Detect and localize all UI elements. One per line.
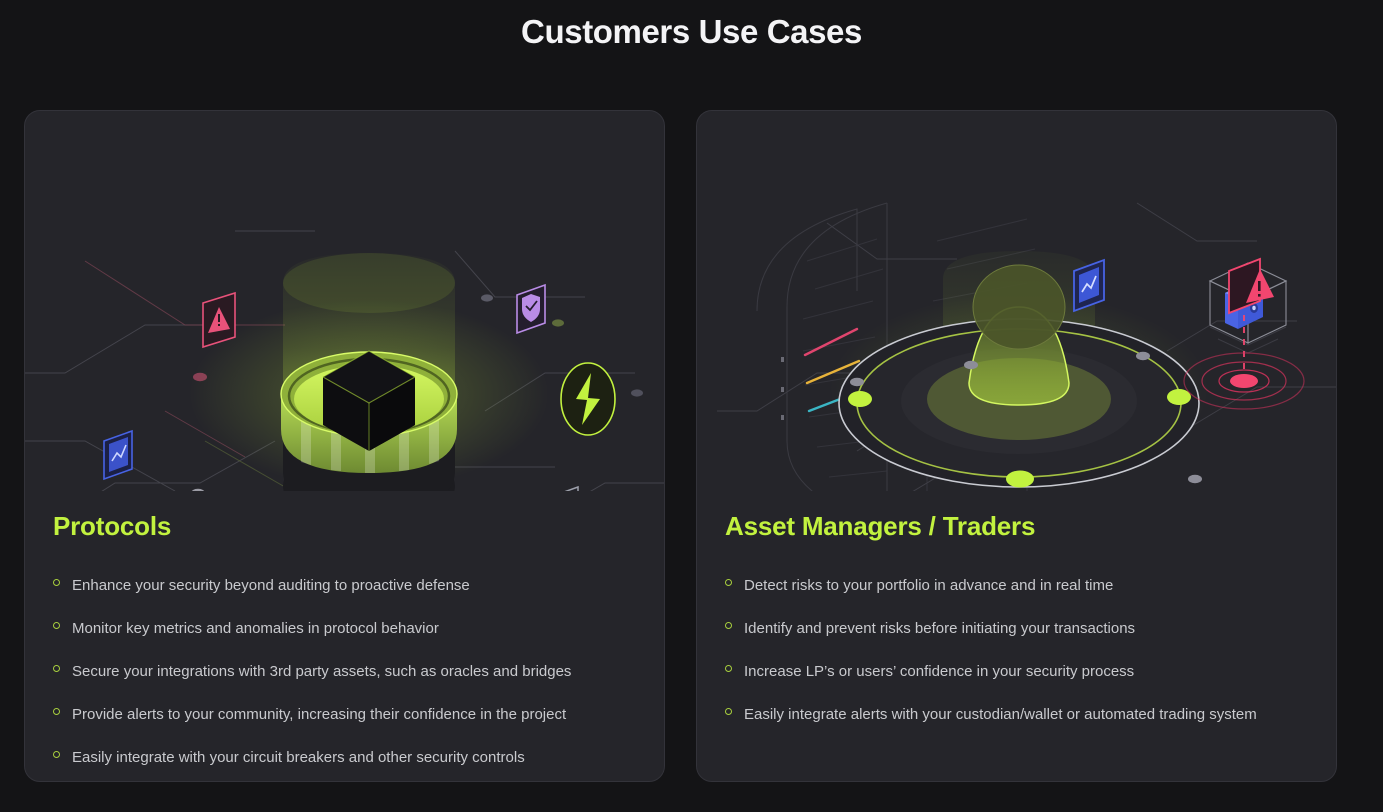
- card-body-asset-managers: Asset Managers / Traders Detect risks to…: [725, 511, 1314, 746]
- card-heading-asset-managers: Asset Managers / Traders: [725, 511, 1036, 541]
- list-item: Easily integrate alerts with your custod…: [725, 703, 1314, 727]
- chart-line-icon: [103, 429, 133, 481]
- list-item: Provide alerts to your community, increa…: [53, 703, 642, 727]
- person-figure: [968, 264, 1070, 406]
- orbit-nodes: [848, 389, 1191, 488]
- radar-rings: [1183, 352, 1305, 410]
- bullet-marker-icon: [53, 751, 60, 758]
- bullet-text: Enhance your security beyond auditing to…: [72, 577, 470, 594]
- lightning-bolt-icon: [560, 362, 616, 436]
- bullet-text: Easily integrate with your circuit break…: [72, 749, 525, 766]
- bullet-marker-icon: [53, 622, 60, 629]
- shield-check-icon: [516, 283, 546, 335]
- warning-triangle-icon: [202, 291, 236, 349]
- cube-3d: [321, 350, 417, 451]
- list-item: Detect risks to your portfolio in advanc…: [725, 574, 1314, 598]
- use-case-card-protocols[interactable]: Protocols Enhance your security beyond a…: [24, 110, 665, 782]
- bullet-list-protocols: Enhance your security beyond auditing to…: [53, 574, 642, 770]
- bullet-marker-icon: [53, 579, 60, 586]
- bullet-text: Secure your integrations with 3rd party …: [72, 663, 572, 680]
- data-wall-ticks: [781, 357, 784, 420]
- bullet-marker-icon: [725, 579, 732, 586]
- use-case-card-asset-managers[interactable]: Asset Managers / Traders Detect risks to…: [696, 110, 1337, 782]
- bullet-text: Increase LP’s or users’ confidence in yo…: [744, 663, 1135, 680]
- protocol-platform-illustration: [25, 111, 664, 491]
- token-badge-icon: [564, 485, 579, 491]
- card-body-protocols: Protocols Enhance your security beyond a…: [53, 511, 642, 781]
- list-item: Easily integrate with your circuit break…: [53, 746, 642, 770]
- bullet-text: Identify and prevent risks before initia…: [744, 620, 1136, 637]
- bullet-marker-icon: [53, 708, 60, 715]
- page-title: Customers Use Cases: [521, 13, 862, 50]
- network-nodes: [850, 351, 1202, 484]
- list-item: Identify and prevent risks before initia…: [725, 617, 1314, 641]
- bullet-marker-icon: [725, 708, 732, 715]
- list-item: Secure your integrations with 3rd party …: [53, 660, 642, 684]
- bullet-marker-icon: [725, 622, 732, 629]
- asset-manager-platform-illustration: [697, 111, 1336, 491]
- use-case-card-list: Protocols Enhance your security beyond a…: [24, 110, 1337, 782]
- list-item: Monitor key metrics and anomalies in pro…: [53, 617, 642, 641]
- bullet-list-asset-managers: Detect risks to your portfolio in advanc…: [725, 574, 1314, 727]
- list-item: Increase LP’s or users’ confidence in yo…: [725, 660, 1314, 684]
- radar-center-dot: [1230, 374, 1258, 388]
- bullet-text: Detect risks to your portfolio in advanc…: [744, 577, 1114, 594]
- bullet-marker-icon: [53, 665, 60, 672]
- bullet-marker-icon: [725, 665, 732, 672]
- bullet-text: Easily integrate alerts with your custod…: [744, 706, 1257, 723]
- card-heading-protocols: Protocols: [53, 511, 172, 541]
- bullet-text: Monitor key metrics and anomalies in pro…: [72, 620, 439, 637]
- chart-line-icon: [1073, 258, 1105, 313]
- list-item: Enhance your security beyond auditing to…: [53, 574, 642, 598]
- alert-radar-group: [1183, 257, 1305, 410]
- bullet-text: Provide alerts to your community, increa…: [72, 706, 567, 723]
